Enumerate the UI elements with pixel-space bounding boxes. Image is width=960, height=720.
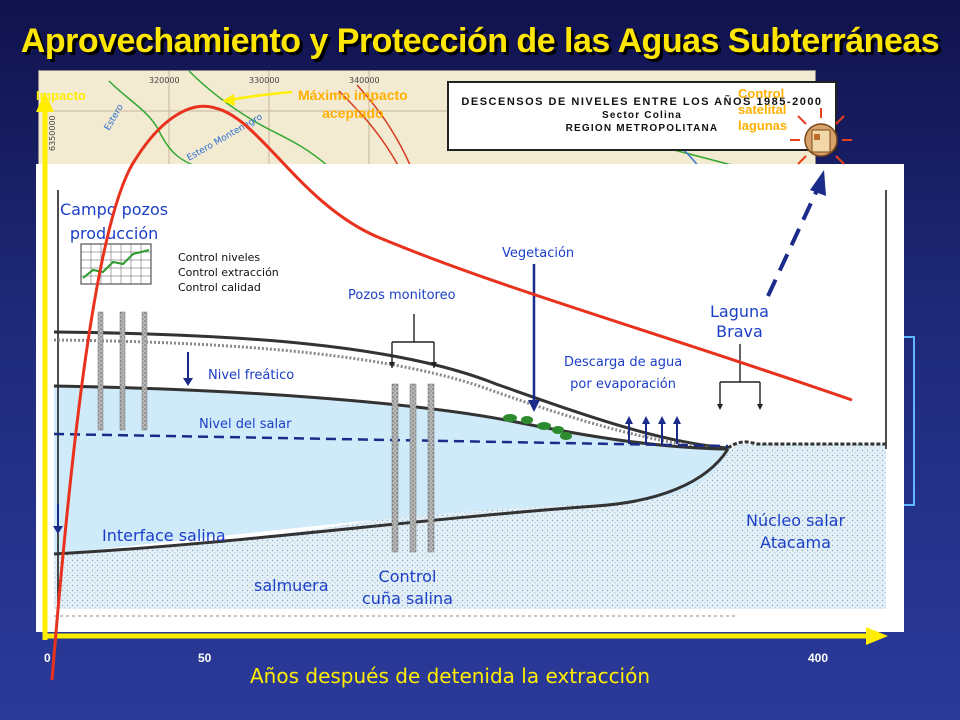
laguna-brava-label: Laguna Brava <box>710 302 769 342</box>
maximo-line1: Máximo impacto <box>298 87 408 103</box>
map-coord-label: 340000 <box>349 76 380 85</box>
x-tick-400: 400 <box>808 651 829 665</box>
laguna-line2: Brava <box>716 322 763 341</box>
map-coord-label: 330000 <box>249 76 280 85</box>
satellite-icon <box>790 108 852 165</box>
control-satelital-line1: Control <box>738 86 785 101</box>
vegetacion-label: Vegetación <box>502 246 575 261</box>
control-cuna-line1: Control <box>378 567 437 586</box>
slide-title: Aprovechamiento y Protección de las Agua… <box>20 22 940 60</box>
map-coord-label: 320000 <box>149 76 180 85</box>
x-tick-0: 0 <box>44 651 51 665</box>
map-legend-title: DESCENSOS DE NIVELES ENTRE LOS AÑOS 1985… <box>461 96 823 108</box>
impacto-label: Impacto <box>36 88 86 103</box>
salmuera-label: salmuera <box>254 576 329 595</box>
control-cuna-label: Control cuña salina <box>362 566 453 610</box>
maximo-impacto-label: Máximo impacto aceptado <box>298 86 408 122</box>
interface-salina-label: Interface salina <box>102 526 226 545</box>
nucleo-line1: Núcleo salar <box>746 511 846 530</box>
blue-frame <box>903 336 915 506</box>
nucleo-line2: Atacama <box>760 533 831 552</box>
control-cuna-line2: cuña salina <box>362 589 453 608</box>
nivel-freatico-label: Nivel freático <box>208 368 295 383</box>
map-legend-sector: Sector Colina <box>601 110 683 121</box>
laguna-line1: Laguna <box>710 302 769 321</box>
descarga-label: Descarga de agua por evaporación <box>564 352 682 396</box>
map-coord-label: 6350000 <box>48 115 57 151</box>
control-satelital-label: Control satelital lagunas <box>738 86 787 134</box>
control-niveles-label: Control niveles <box>178 251 261 264</box>
control-calidad-label: Control calidad <box>178 281 261 294</box>
descarga-line2: por evaporación <box>570 377 676 392</box>
controls-list: Control niveles Control extracción Contr… <box>178 250 279 295</box>
x-tick-50: 50 <box>198 651 212 665</box>
salar-cross-section: Campo pozos producción Control niveles C… <box>36 164 904 632</box>
descarga-line1: Descarga de agua <box>564 355 683 370</box>
nivel-salar-label: Nivel del salar <box>199 417 292 432</box>
maximo-line2: aceptado <box>322 105 384 121</box>
x-axis-label: Años después de detenida la extracción <box>250 664 651 688</box>
control-satelital-line3: lagunas <box>738 118 788 133</box>
control-extraccion-label: Control extracción <box>178 266 279 279</box>
cross-section-drawing <box>53 190 887 617</box>
campo-pozos-line2: producción <box>69 224 159 243</box>
pozos-monitoreo-label: Pozos monitoreo <box>348 288 456 303</box>
nucleo-salar-label: Núcleo salar Atacama <box>746 510 845 554</box>
map-legend-region: REGION METROPOLITANA <box>565 123 719 134</box>
map-legend-box: DESCENSOS DE NIVELES ENTRE LOS AÑOS 1985… <box>447 81 837 151</box>
control-satelital-line2: satelital <box>738 102 787 117</box>
drawdown-map: 320000 330000 340000 6350000 Estero Mont… <box>38 70 837 168</box>
